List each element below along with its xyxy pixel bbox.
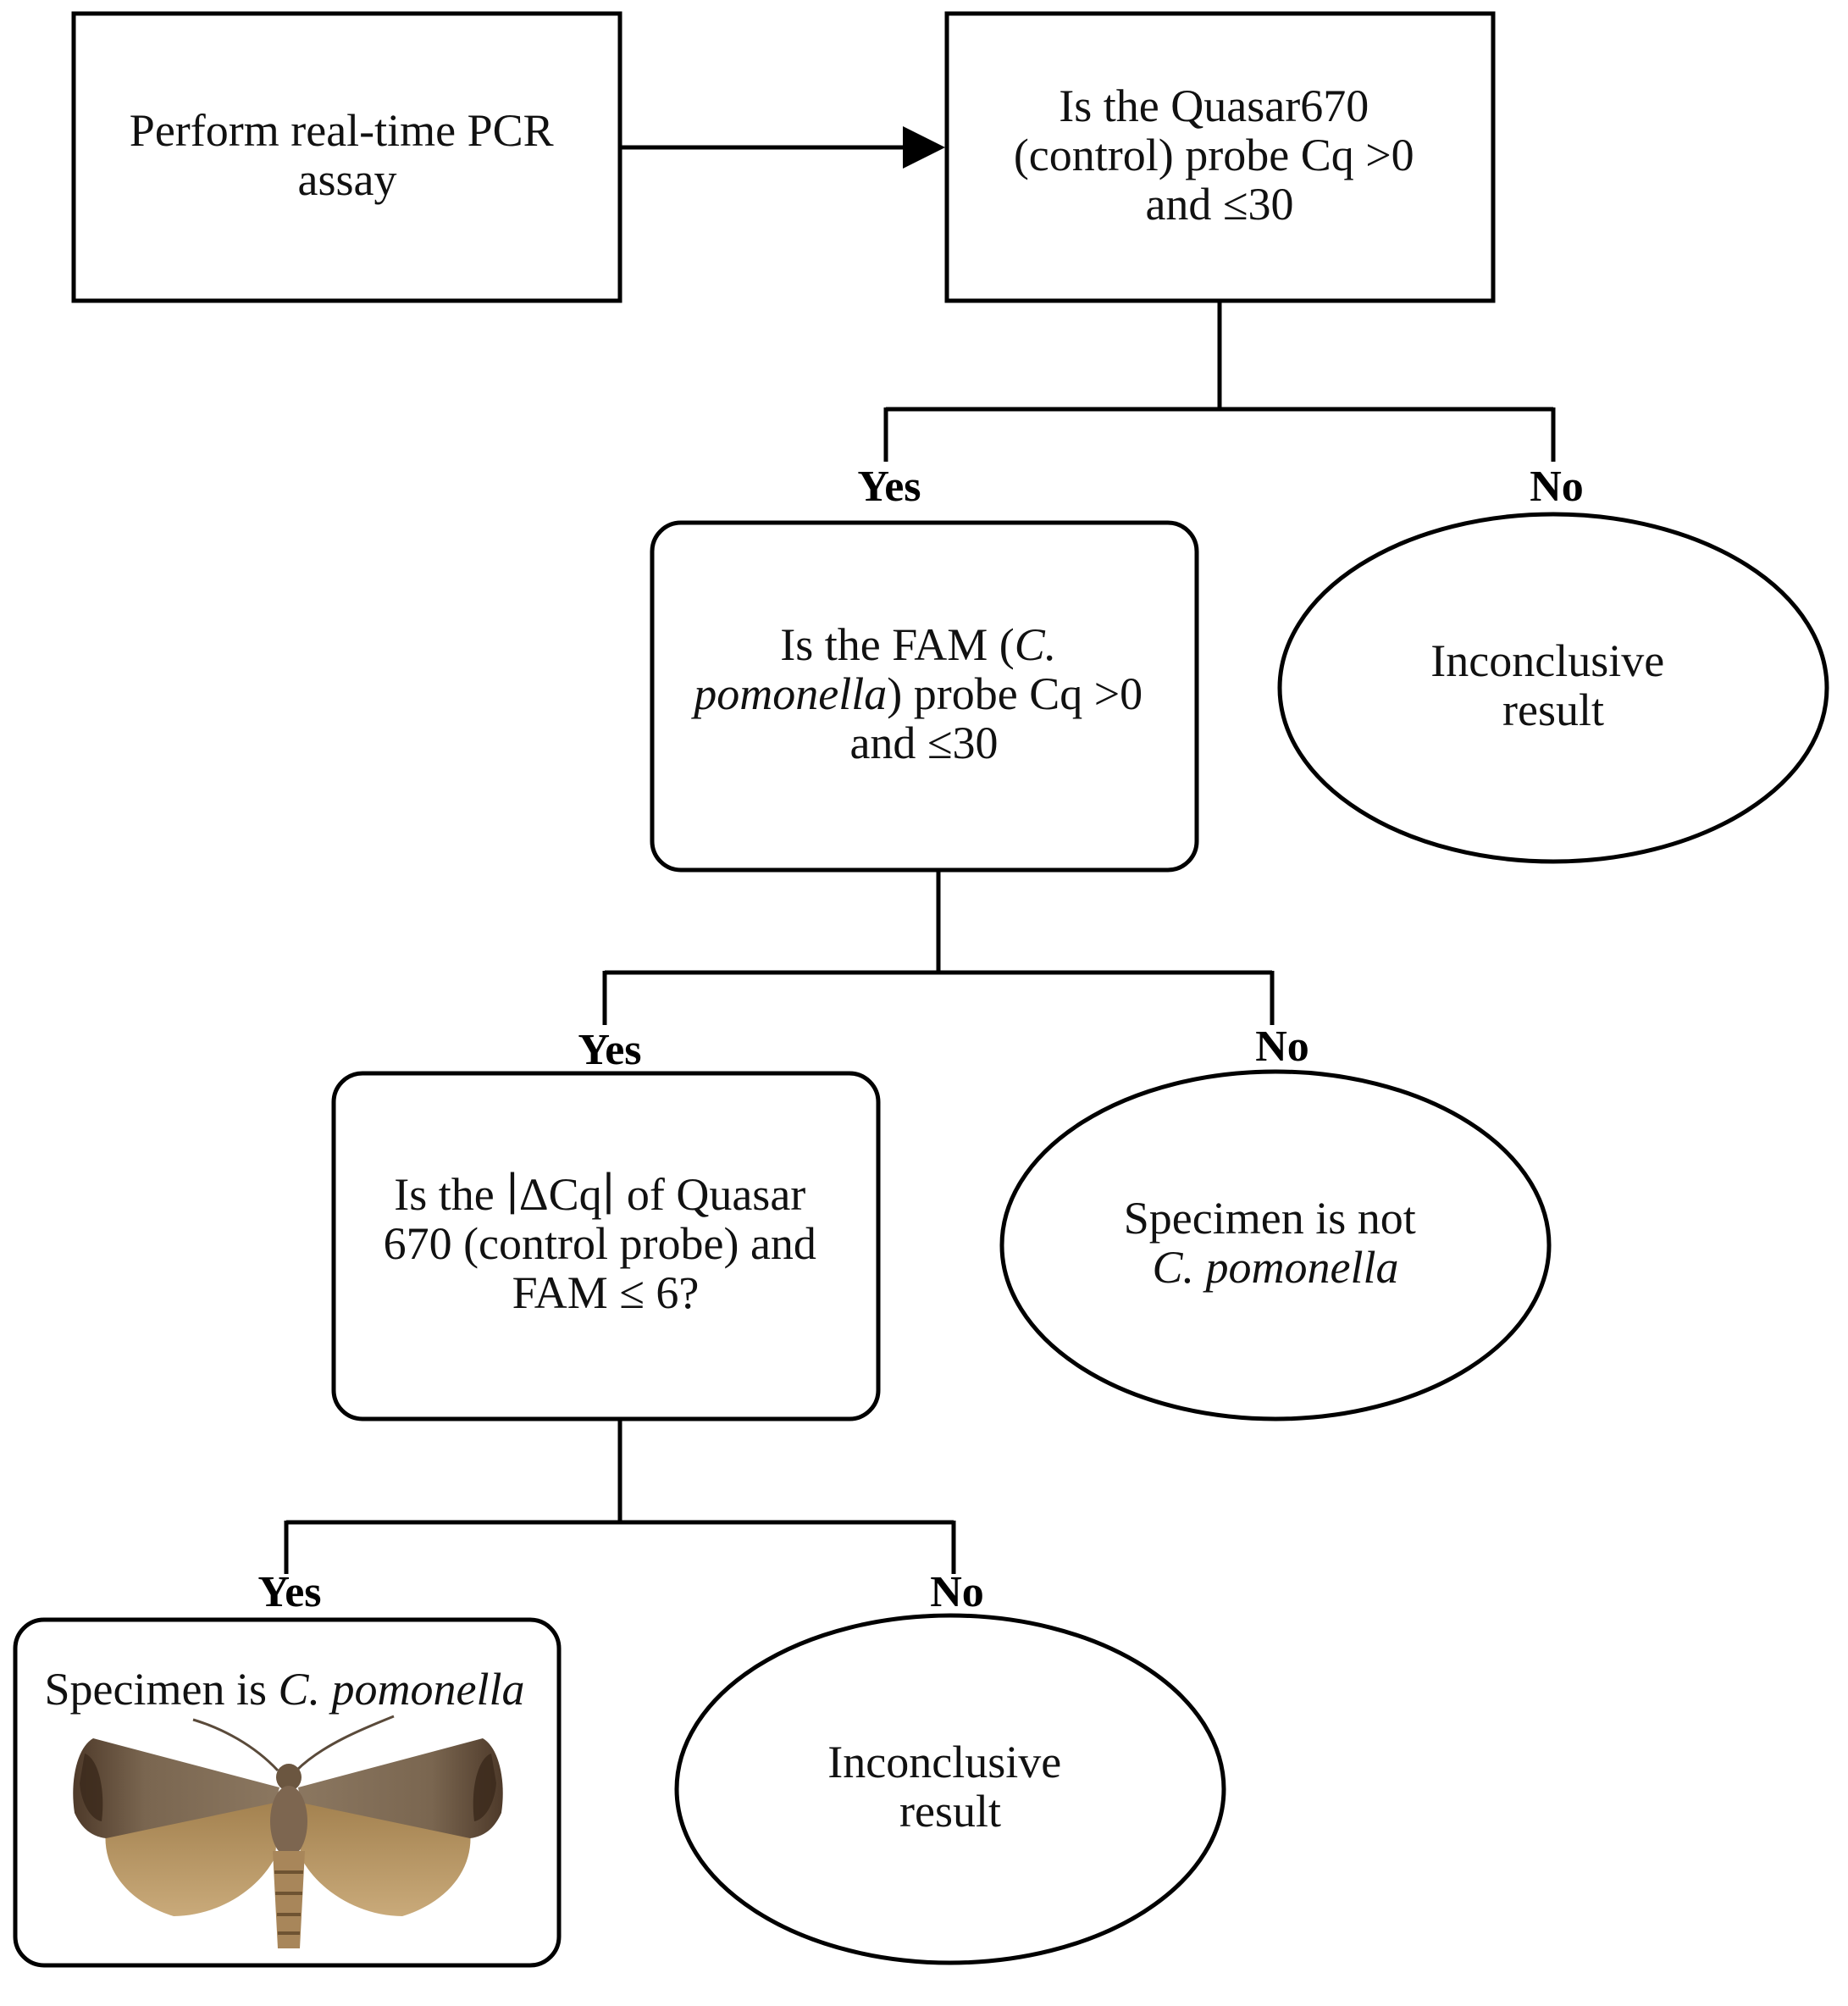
inconclusive-result-node-1: Inconclusive result	[1277, 512, 1829, 864]
branch-control-check	[883, 302, 1556, 462]
delta-cq-check-node: Is the ∣ΔCq∣ of Quasar 670 (control prob…	[331, 1071, 881, 1421]
branch-delta-check	[284, 1419, 956, 1574]
svg-text:Specimen is C. pomonella: Specimen is C. pomonella	[45, 1664, 525, 1715]
codling-moth-icon	[73, 1715, 503, 1948]
control-check-node: Is the Quasar670 (control) probe Cq >0 a…	[944, 11, 1496, 303]
svg-text:Inconclusive result: Inconclusive result	[1430, 635, 1675, 735]
svg-text:Is the Quasar670 (contro: Is the Quasar670 (control) probe Cq >0 a…	[1014, 80, 1425, 230]
fam-check-node: Is the FAM (C. pomonella) probe Cq >0 an…	[650, 520, 1199, 873]
svg-text:Perform real-time PCR as: Perform real-time PCR assay	[130, 105, 565, 205]
svg-text:Inconclusive result: Inconclusive result	[827, 1737, 1072, 1837]
yes-label: Yes	[257, 1568, 321, 1616]
no-label: No	[1530, 463, 1584, 511]
no-label: No	[1255, 1022, 1309, 1071]
svg-text:Specimen is not C. pomon: Specimen is not C. pomonella	[1124, 1193, 1427, 1293]
yes-label: Yes	[857, 463, 921, 511]
branch-fam-check	[602, 871, 1275, 1025]
inconclusive-result-node-2: Inconclusive result	[674, 1613, 1226, 1965]
start-node: Perform real-time PCR assay	[71, 11, 622, 303]
not-pomonella-node: Specimen is not C. pomonella	[999, 1069, 1552, 1421]
is-pomonella-node: Specimen is C. pomonella	[13, 1617, 562, 1968]
svg-text:Is the ∣ΔCq∣ of Quasar 6: Is the ∣ΔCq∣ of Quasar 670 (control prob…	[384, 1169, 828, 1318]
yes-label: Yes	[578, 1026, 641, 1074]
svg-text:Is the FAM (C. pomonella: Is the FAM (C. pomonella) probe Cq >0 an…	[690, 619, 1154, 768]
no-label: No	[930, 1568, 984, 1616]
